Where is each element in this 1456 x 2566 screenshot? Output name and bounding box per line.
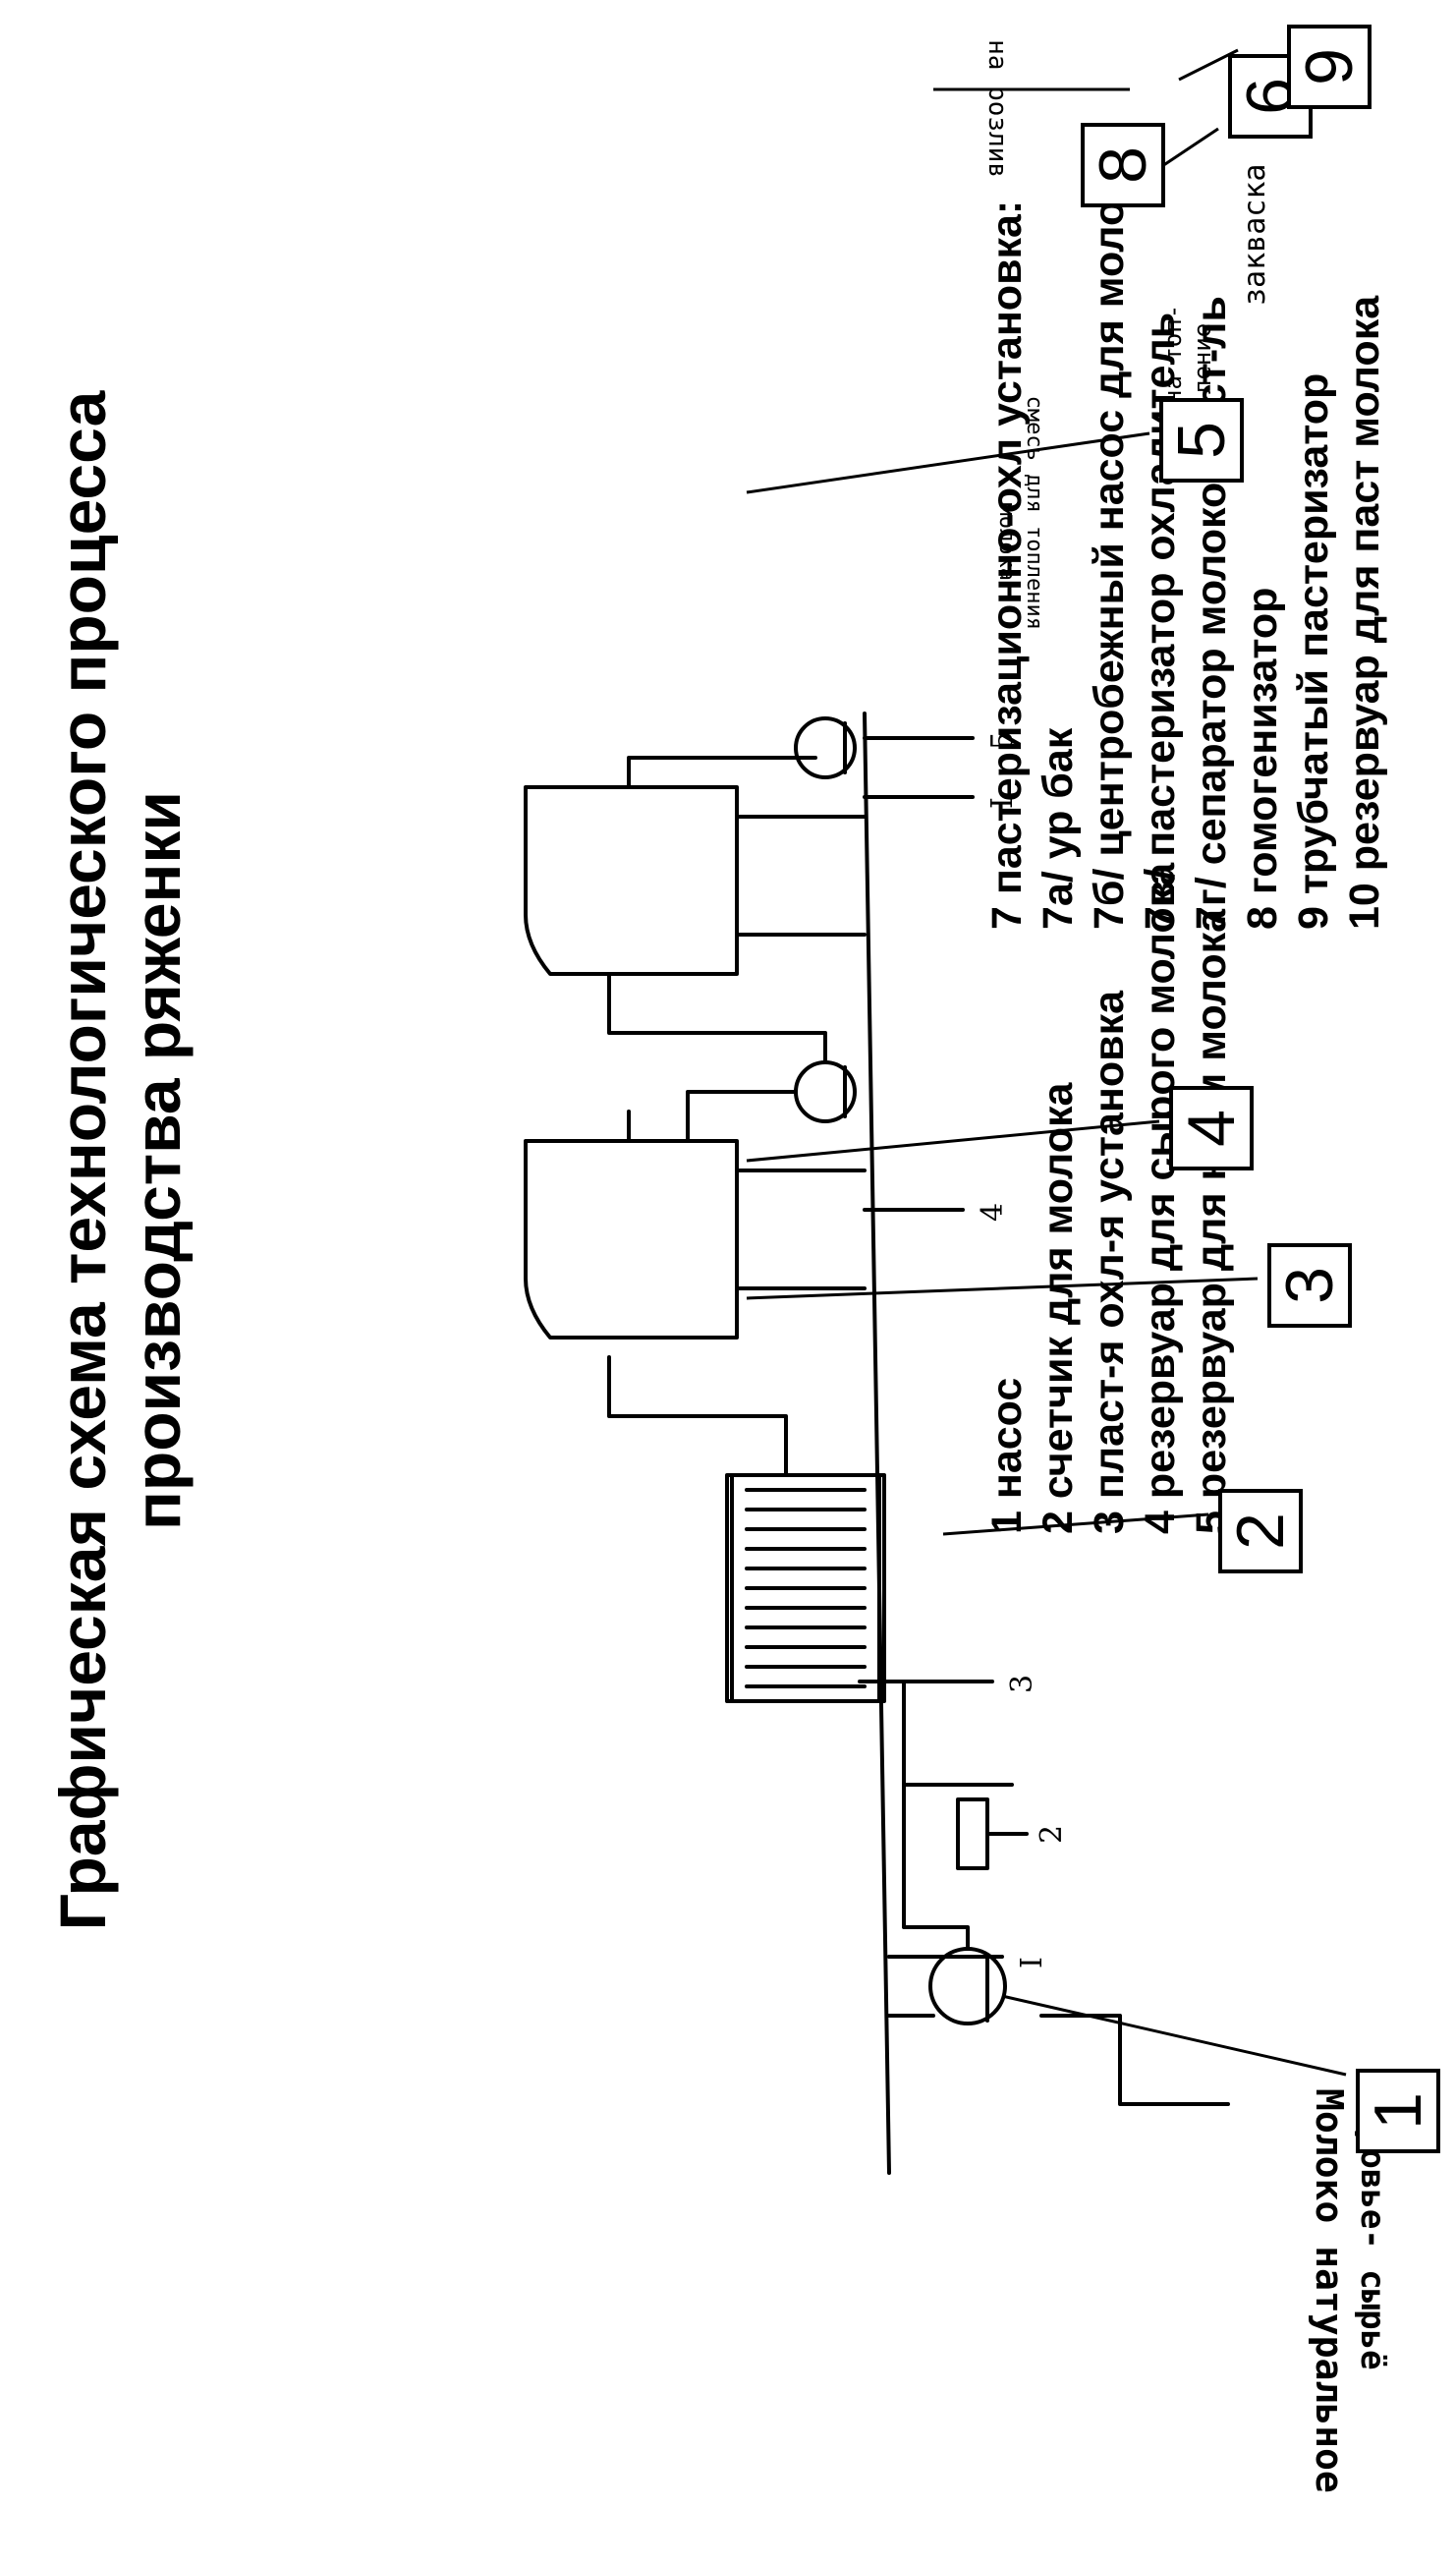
equipment-tag: 3	[1005, 1675, 1039, 1693]
callout-number: 2	[1218, 1489, 1303, 1573]
callout-leader	[746, 1119, 1160, 1163]
to-baking-label-line1: на топ-	[1159, 304, 1187, 404]
equipment-tag: 5	[985, 731, 1020, 750]
equipment-tag: I	[985, 797, 1020, 809]
pump-icon	[887, 1947, 1007, 2025]
plate-cooler-icon	[725, 1473, 886, 1703]
mixture-label-line2: молока	[994, 502, 1019, 581]
callout-leader	[1001, 1994, 1347, 2077]
callout-leader	[1158, 127, 1219, 170]
pipe	[686, 1090, 798, 1143]
pump-icon	[794, 716, 857, 779]
mixture-label-line1: смесь для топления	[1022, 395, 1046, 630]
base-line	[863, 712, 891, 2175]
to-bottling-label: на розлив	[982, 39, 1012, 178]
meter-icon	[956, 1797, 1029, 1870]
pipe	[607, 1355, 788, 1477]
pipe	[607, 972, 827, 1064]
inlet-pipe	[1039, 2014, 1230, 2106]
callout-number: 8	[1081, 123, 1165, 207]
callout-leader	[942, 1512, 1209, 1536]
callout-number: 4	[1169, 1086, 1254, 1170]
callout-number: 5	[1159, 398, 1244, 483]
normalized-milk-tank-icon	[524, 785, 867, 976]
callout-number: 9	[1287, 25, 1372, 109]
equipment-tag: 4	[976, 1203, 1010, 1222]
raw-milk-tank-icon	[524, 1139, 867, 1340]
equipment-tag: 2	[1035, 1825, 1069, 1844]
pipe	[627, 756, 817, 789]
callout-number: 3	[1267, 1243, 1352, 1328]
callout-leader	[746, 1277, 1259, 1300]
callout-leader	[746, 431, 1150, 494]
tag-leader-lines	[863, 736, 1014, 1959]
equipment-tag: I	[1015, 1957, 1049, 1968]
pump-icon	[794, 1060, 857, 1123]
starter-label: закваска	[1238, 163, 1272, 307]
pipe	[858, 1680, 970, 1951]
to-baking-label-line2: ление	[1189, 322, 1216, 394]
callout-number: 1	[1356, 2069, 1440, 2153]
